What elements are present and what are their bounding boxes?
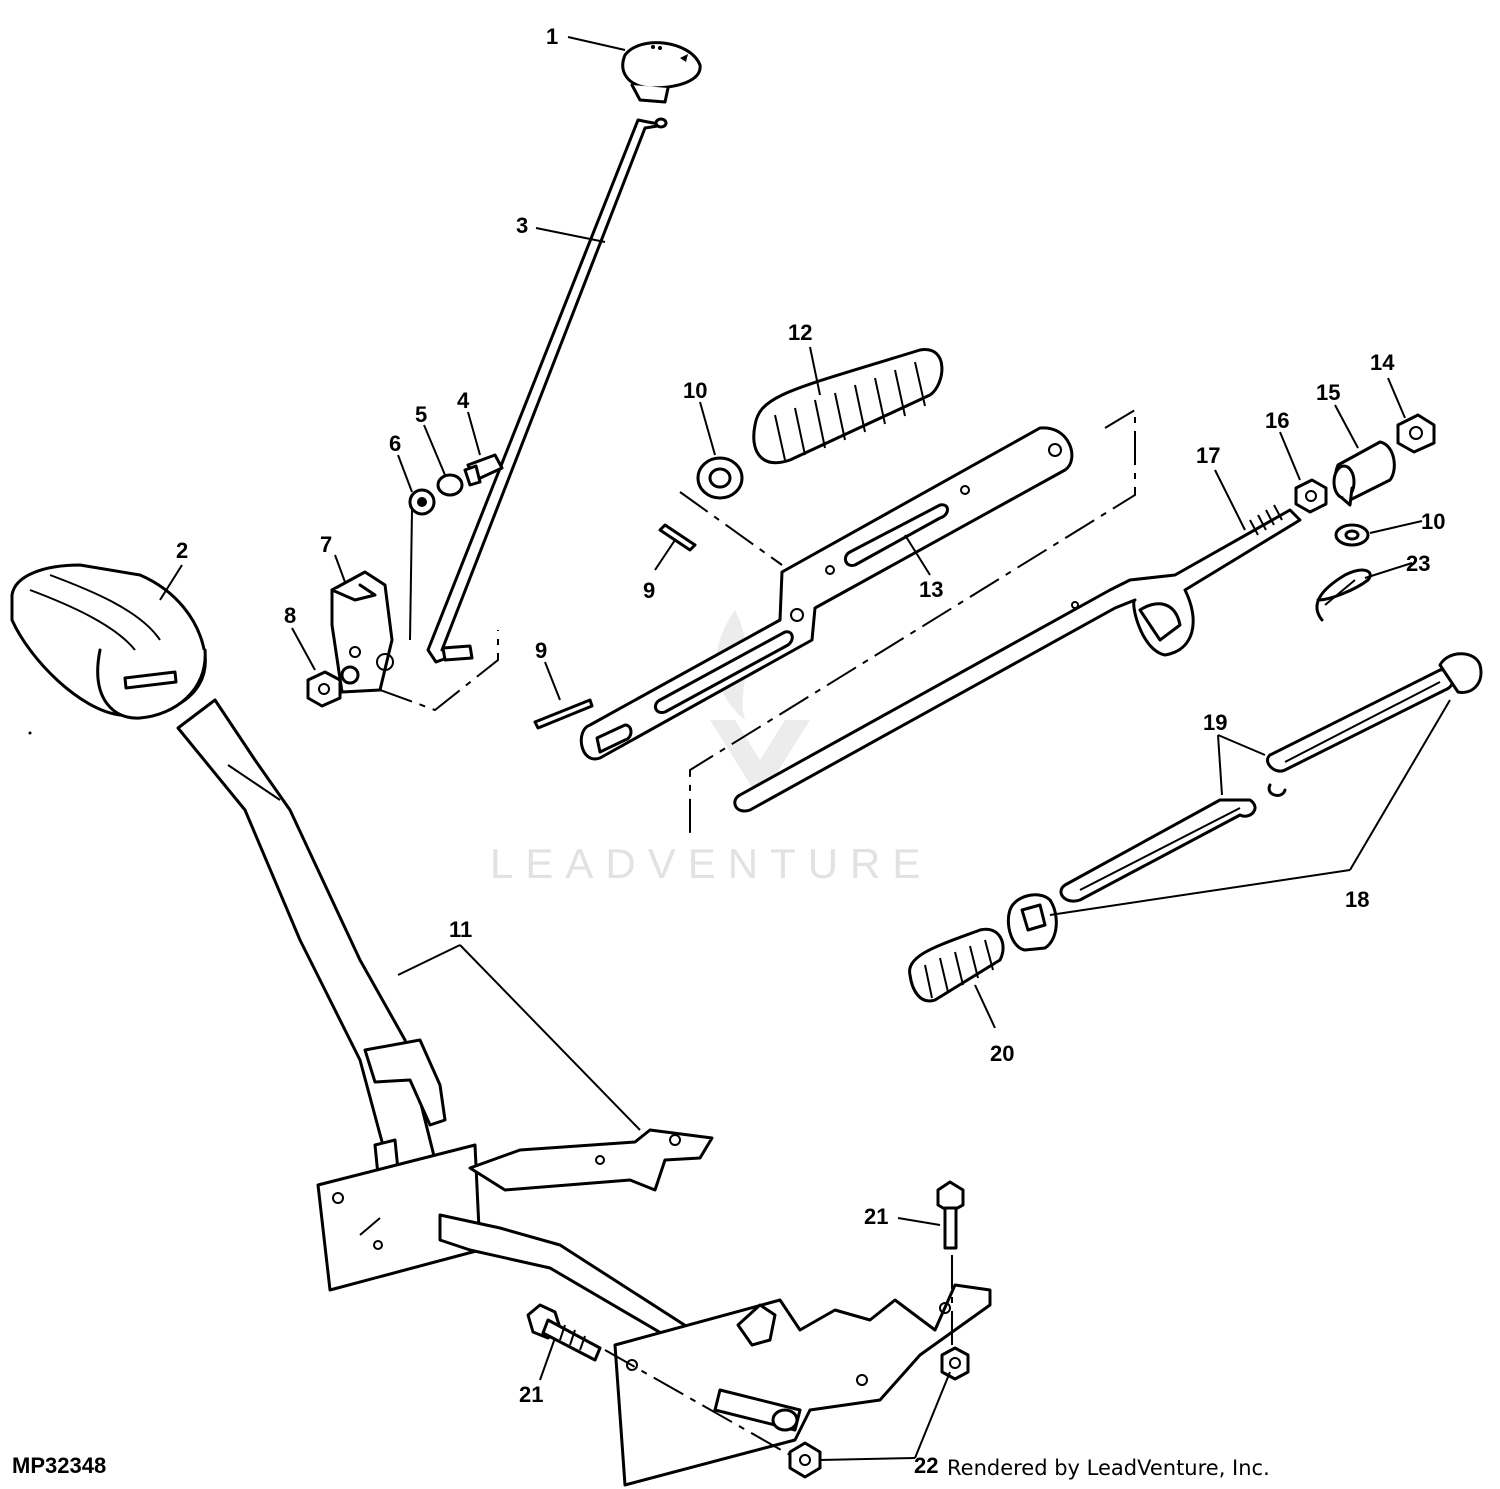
pedal-pad-icon [10,563,207,720]
callout-7: 7 [320,532,332,557]
spring-icon [752,348,944,464]
leader-lines [159,36,1451,1461]
callout-2: 2 [176,538,188,563]
nut-icon [604,1255,970,1479]
knob-icon [621,41,702,104]
spring-icon [908,927,1005,1003]
figure-id: MP32348 [12,1453,106,1478]
rod-17 [733,504,1302,813]
callout-15: 15 [1316,380,1340,405]
callout-21a: 21 [864,1204,888,1229]
callout-8: 8 [284,603,296,628]
callout-19: 19 [1203,710,1227,735]
callout-22: 22 [914,1453,938,1478]
nut-icon [1294,478,1328,514]
callout-23: 23 [1406,551,1430,576]
callout-6: 6 [389,431,401,456]
bushing-icon [1332,440,1396,507]
callout-21b: 21 [519,1382,543,1407]
slotted-link-19 [1059,652,1483,903]
nut-icon [1396,413,1436,454]
bushing-icon [1006,893,1058,952]
callout-20: 20 [990,1041,1014,1066]
callout-5: 5 [415,402,427,427]
arm-13 [579,408,1136,838]
lower-bracket [316,1128,992,1487]
washer-icon [696,456,744,500]
callout-3: 3 [516,213,528,238]
callout-11: 11 [449,917,472,942]
callout-12: 12 [788,320,812,345]
bolt-icon [936,1180,965,1250]
credit-text: Rendered by LeadVenture, Inc. [947,1456,1270,1480]
callout-1: 1 [546,24,558,49]
callout-10b: 10 [1421,509,1445,534]
watermark-text: LEADVENTURE [490,840,932,887]
washer-icon [408,473,464,516]
callout-4: 4 [457,388,470,413]
nut-icon [306,665,360,708]
cotter-pin-icon [533,523,697,730]
washer-icon [1334,523,1370,547]
callout-labels: 1 2 3 4 5 6 7 8 9 9 10 10 11 12 13 14 15… [176,24,1445,1478]
callout-9b: 9 [535,638,547,663]
bolt-icon [463,453,504,487]
callout-10a: 10 [683,378,707,403]
pedal-arm [176,698,447,1197]
rod-icon [426,117,668,664]
callout-16: 16 [1265,408,1289,433]
bolt-icon [526,1303,602,1362]
callout-13: 13 [919,577,943,602]
callout-17: 17 [1196,443,1220,468]
callout-18: 18 [1345,887,1369,912]
hairpin-clip-icon [1315,568,1372,622]
watermark: LEADVENTURE [490,610,932,887]
callout-9a: 9 [643,578,655,603]
callout-14: 14 [1370,350,1395,375]
bracket-icon [330,570,499,712]
